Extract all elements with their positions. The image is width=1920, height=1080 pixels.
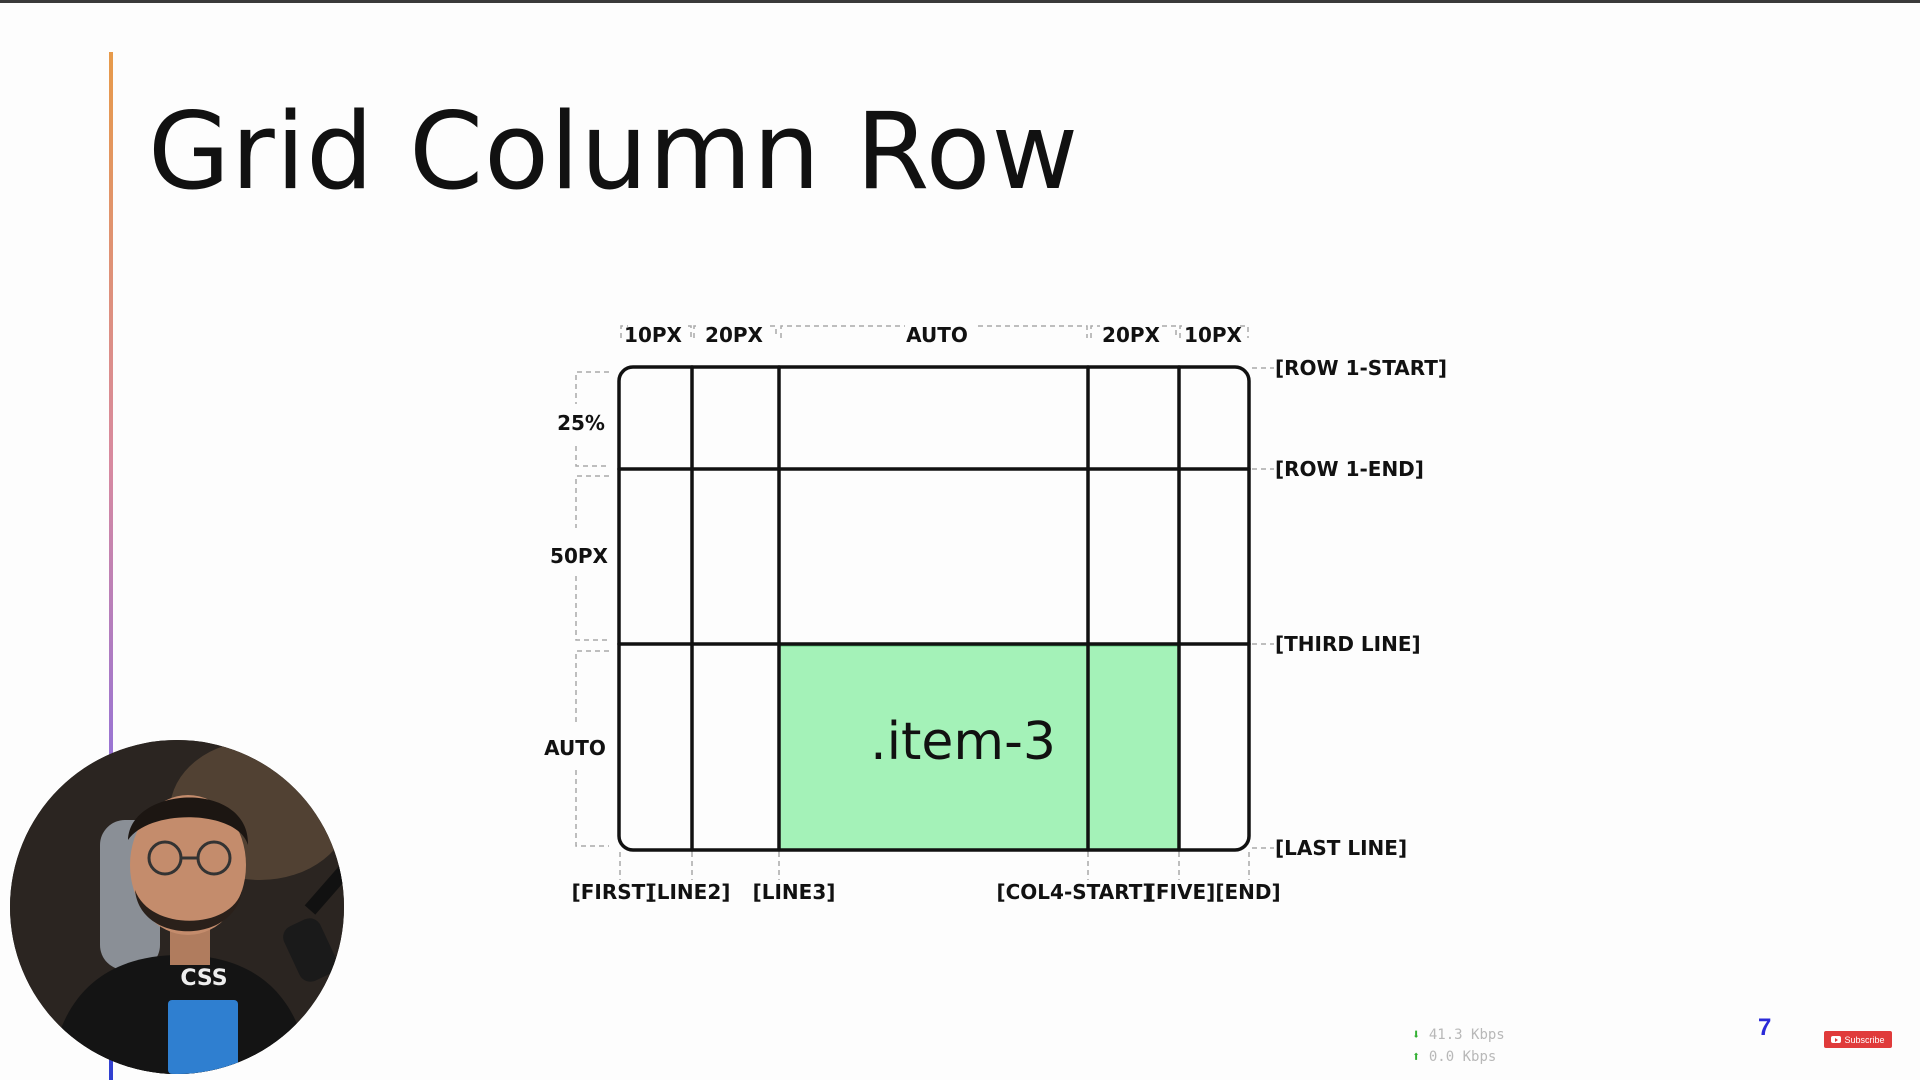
col-line-name-4: [COL4-START]: [996, 880, 1151, 904]
row-size-label-2: 50PX: [550, 544, 608, 568]
column-size-guides: [620, 325, 1249, 338]
presenter-image: CSS: [10, 740, 344, 1074]
slide-number: 7: [1758, 1014, 1772, 1041]
row-line-name-3: [THIRD LINE]: [1275, 632, 1421, 656]
slide-title: Grid Column Row: [148, 90, 1080, 213]
net-down-value: 41.3 Kbps: [1428, 1027, 1505, 1043]
row-line-name-1: [ROW 1-START]: [1275, 356, 1447, 380]
col-line-name-6: [END]: [1215, 880, 1280, 904]
col-size-label-1: 10PX: [624, 323, 682, 347]
col-size-label-2: 20PX: [705, 323, 763, 347]
net-down-stat: ⬇ 41.3 Kbps: [1412, 1024, 1505, 1046]
row-size-label-3: AUTO: [544, 736, 606, 760]
up-arrow-icon: ⬆: [1412, 1049, 1421, 1065]
col-line-name-3: [LINE3]: [753, 880, 836, 904]
down-arrow-icon: ⬇: [1412, 1027, 1421, 1043]
col-size-label-5: 10PX: [1184, 323, 1242, 347]
slide-accent-bar: [109, 52, 113, 1080]
presenter-webcam: CSS: [10, 740, 344, 1074]
subscribe-button[interactable]: Subscribe: [1824, 1031, 1892, 1048]
svg-text:CSS: CSS: [180, 966, 227, 991]
col-line-name-1: [FIRST]: [572, 880, 655, 904]
top-border: [0, 0, 1920, 3]
net-up-value: 0.0 Kbps: [1428, 1049, 1497, 1065]
col-line-name-5: [FIVE]: [1147, 880, 1216, 904]
row-size-label-1: 25%: [557, 411, 605, 435]
network-stats: ⬇ 41.3 Kbps ⬆ 0.0 Kbps: [1412, 1024, 1505, 1068]
col-line-name-2: [LINE2]: [648, 880, 731, 904]
col-size-label-4: 20PX: [1102, 323, 1160, 347]
youtube-play-icon: [1831, 1036, 1842, 1043]
grid-lines: [617, 365, 1251, 852]
col-size-label-3: AUTO: [906, 323, 968, 347]
row-line-name-4: [LAST LINE]: [1275, 836, 1407, 860]
subscribe-label: Subscribe: [1844, 1034, 1885, 1045]
row-size-guides: [575, 371, 609, 847]
row-line-name-2: [ROW 1-END]: [1275, 457, 1424, 481]
item-3-area: [777, 643, 1181, 852]
line-name-guides: [619, 367, 1274, 880]
item-3-label: .item-3: [870, 712, 1056, 772]
net-up-stat: ⬆ 0.0 Kbps: [1412, 1046, 1505, 1068]
